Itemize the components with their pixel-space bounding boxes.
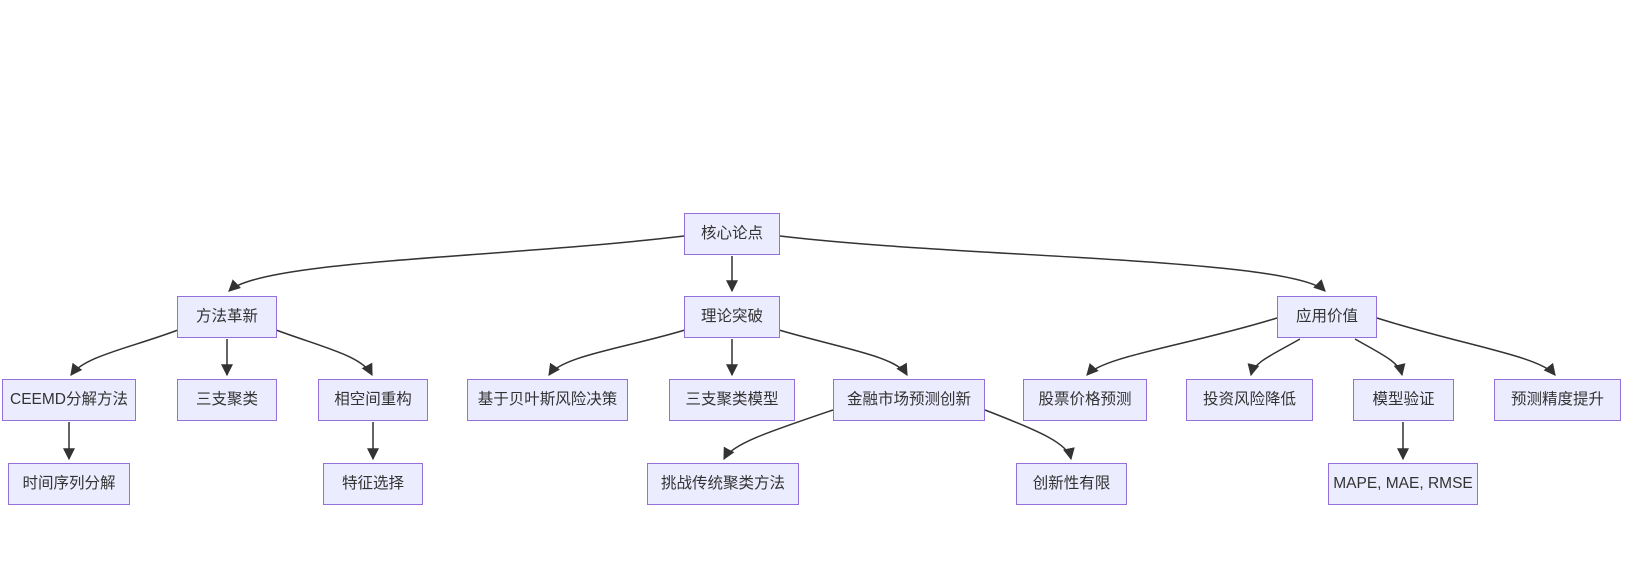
node-bayesian-risk-decision: 基于贝叶斯风险决策 xyxy=(467,379,628,421)
node-theoretical-breakthrough: 理论突破 xyxy=(684,296,780,338)
edge-application-to-model-validation xyxy=(1354,338,1406,377)
edge-market-innovation-to-limited-novelty xyxy=(984,409,1075,461)
edge-theory-to-bayes-risk xyxy=(548,329,686,376)
edge-application-to-accuracy-improvement xyxy=(1376,317,1556,376)
node-three-way-clustering: 三支聚类 xyxy=(177,379,277,421)
node-core-thesis: 核心论点 xyxy=(684,213,780,255)
node-stock-price-prediction: 股票价格预测 xyxy=(1023,379,1147,421)
edge-method-to-ceemd xyxy=(70,329,179,376)
node-three-way-clustering-model: 三支聚类模型 xyxy=(669,379,795,421)
node-phase-space-reconstruction: 相空间重构 xyxy=(318,379,428,421)
node-ceemd-decomposition: CEEMD分解方法 xyxy=(2,379,136,421)
node-feature-selection: 特征选择 xyxy=(323,463,423,505)
node-time-series-decomposition: 时间序列分解 xyxy=(8,463,130,505)
node-limited-novelty: 创新性有限 xyxy=(1016,463,1127,505)
edge-application-to-risk-reduction xyxy=(1247,338,1301,377)
node-method-innovation: 方法革新 xyxy=(177,296,277,338)
node-model-validation: 模型验证 xyxy=(1353,379,1454,421)
node-investment-risk-reduction: 投资风险降低 xyxy=(1186,379,1313,421)
edge-root-to-application xyxy=(779,235,1326,292)
node-challenge-traditional-clustering: 挑战传统聚类方法 xyxy=(647,463,799,505)
edge-root-to-method xyxy=(228,235,685,292)
node-financial-market-prediction-innovation: 金融市场预测创新 xyxy=(833,379,985,421)
edge-method-to-phase-space xyxy=(275,329,373,377)
edge-market-innovation-to-challenge-clustering xyxy=(723,409,834,461)
edge-application-to-stock-prediction xyxy=(1086,317,1278,376)
node-prediction-accuracy-improvement: 预测精度提升 xyxy=(1494,379,1621,421)
node-application-value: 应用价值 xyxy=(1277,296,1377,338)
node-metrics-mape-mae-rmse: MAPE, MAE, RMSE xyxy=(1328,463,1478,505)
edge-theory-to-market-innovation xyxy=(778,329,908,377)
